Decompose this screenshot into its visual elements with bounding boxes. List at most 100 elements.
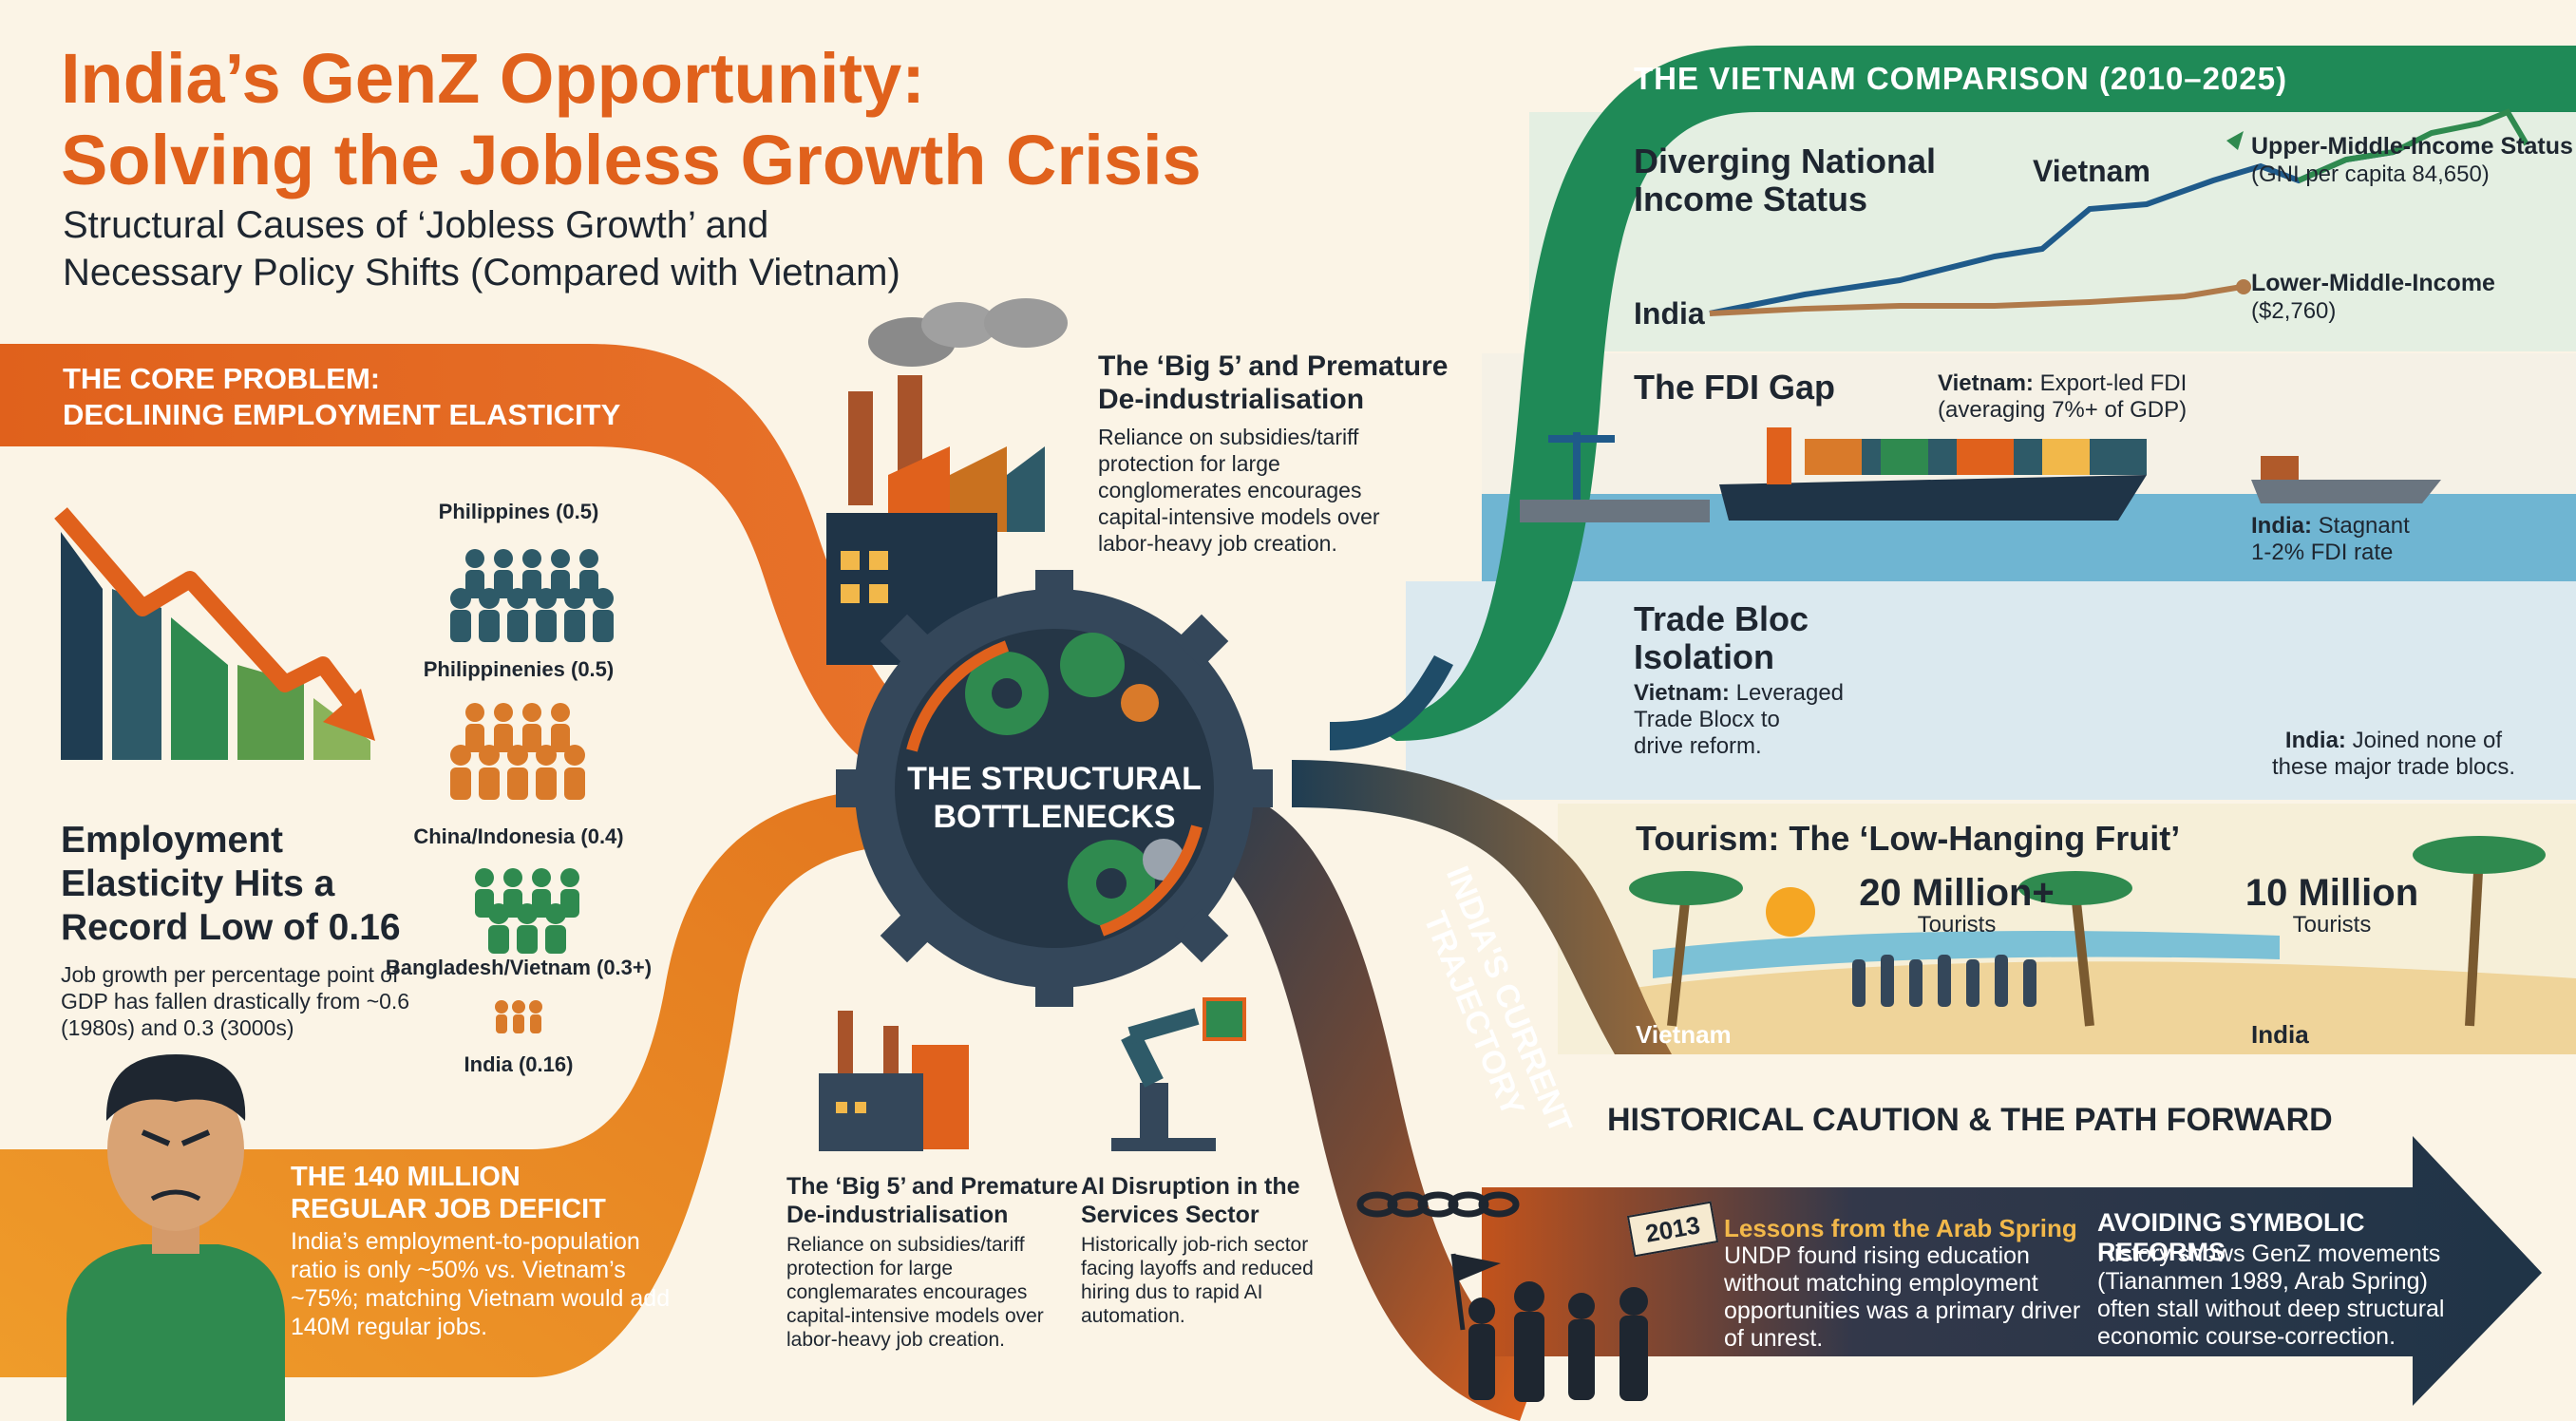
tourism-vietnam-label: Vietnam: [1636, 1020, 1732, 1049]
tourism-india-label: India: [2251, 1020, 2309, 1049]
gear-hub: [836, 570, 1273, 1007]
big5-top-description: Reliance on subsidies/tariff protection …: [1098, 425, 1380, 556]
people-china-indonesia: [475, 868, 579, 954]
income-title-1: Diverging National: [1634, 142, 1937, 180]
decline-bar-5: [313, 698, 370, 760]
people-philippines: [450, 549, 614, 642]
small-factory-illustration: [819, 1011, 969, 1151]
trade-vietnam-text: Vietnam: Leveraged Trade Blocx to drive …: [1634, 680, 1919, 760]
trade-in-text: Joined none of: [2352, 728, 2503, 753]
hub-line-2: BOTTLENECKS: [933, 799, 1176, 835]
deficit-description: India’s employment-to-population ratio i…: [291, 1228, 671, 1340]
core-problem-heading: THE CORE PROBLEM: DECLINING EMPLOYMENT E…: [63, 361, 747, 433]
arab-spring-title: Lessons from the Arab Spring: [1724, 1214, 2077, 1242]
income-title: Diverging National Income Status: [1634, 142, 1976, 218]
vietnam-income-line-green: [2297, 108, 2529, 183]
sun: [1766, 887, 1815, 937]
fdi-in-lead: India:: [2251, 513, 2312, 539]
decline-bar-2: [112, 589, 161, 760]
tourism-title: Tourism: The ‘Low-Hanging Fruit’: [1636, 819, 2181, 858]
avoiding-reforms-title: AVOIDING SYMBOLIC REFORMS: [2097, 1208, 2365, 1266]
factory-illustration: [826, 298, 1068, 665]
big5-bottom-description: Reliance on subsidies/tariff protection …: [786, 1234, 1044, 1351]
label-philippines: Philippines (0.5): [438, 500, 599, 523]
vn-income-status: Upper-Middle-Income Status: [2251, 133, 2573, 160]
ai-disruption-title: AI Disruption in the Services Sector: [1081, 1173, 1300, 1228]
trade-in-lead: India:: [2284, 728, 2346, 753]
label-india-elasticity: India (0.16): [464, 1052, 574, 1076]
fdi-india-text: India: Stagnant 1-2% FDI rate: [2251, 513, 2555, 566]
vietnam-arrowhead: [2226, 131, 2244, 150]
page-title: India’s GenZ Opportunity: Solving the Jo…: [61, 38, 1391, 201]
trade-title-2: Isolation: [1634, 637, 1775, 676]
people-india: [495, 1000, 542, 1033]
in-income-detail: ($2,760): [2251, 298, 2337, 324]
elasticity-headline: Employment Elasticity Hits a Record Low …: [61, 820, 401, 948]
india-tourists-unit: Tourists: [2292, 912, 2372, 938]
vietnam-comparison-heading: THE VIETNAM COMPARISON (2010–2025): [1634, 61, 2288, 96]
core-problem-title-2: DECLINING EMPLOYMENT ELASTICITY: [63, 398, 621, 431]
avoiding-reforms-description: History shows GenZ movements (Tiananmen …: [2097, 1241, 2445, 1350]
palm-trees-illustration: [1629, 836, 2546, 1027]
subtitle-line-2: Necessary Policy Shifts (Compared with V…: [63, 252, 900, 294]
label-bangladesh-vietnam: Bangladesh/Vietnam (0.3+): [385, 956, 653, 979]
trajectory-band: [1197, 798, 1539, 1421]
india-end-dot: [2236, 279, 2251, 294]
arab-spring-description: UNDP found rising education without matc…: [1724, 1242, 2081, 1352]
protesters-illustration: [1450, 1253, 1648, 1402]
income-panel: [1529, 112, 2576, 351]
fdi-title: The FDI Gap: [1634, 368, 1836, 407]
trade-title: Trade Bloc Isolation: [1634, 600, 1919, 676]
decline-arrowhead: [323, 689, 375, 741]
page-subtitle: Structural Causes of ‘Jobless Growth’ an…: [63, 201, 1108, 296]
big5-bottom-title: The ‘Big 5’ and Premature De-industriali…: [786, 1173, 1079, 1228]
vietnam-tourists-value: 20 Million+: [1859, 872, 2055, 914]
india-line-label: India: [1634, 296, 1705, 331]
vn-income-detail: (GNI per capita 84,650): [2251, 161, 2490, 187]
historical-caution-heading: HISTORICAL CAUTION & THE PATH FORWARD: [1607, 1102, 2333, 1138]
decline-arrow: [54, 507, 359, 709]
vietnam-line-label: Vietnam: [2033, 154, 2150, 188]
ai-disruption-description: Historically job-rich sector facing layo…: [1081, 1234, 1314, 1327]
india-tourists-value: 10 Million: [2245, 872, 2419, 914]
deficit-band: [0, 788, 893, 1377]
container-ship-illustration: [1719, 427, 2147, 521]
trade-vn-text-3: drive reform.: [1634, 733, 1762, 759]
beach-water: [1653, 931, 2280, 978]
vietnam-tourists-unit: Tourists: [1917, 912, 1997, 938]
tourism-link: [1292, 760, 1672, 1054]
trade-vn-text-2: Trade Blocx to: [1634, 707, 1780, 732]
core-problem-title-1: THE CORE PROBLEM:: [63, 362, 381, 395]
people-philippinenies: [450, 703, 585, 800]
subtitle-line-1: Structural Causes of ‘Jobless Growth’ an…: [63, 204, 769, 246]
deficit-title-2: REGULAR JOB DEFICIT: [291, 1194, 606, 1224]
port-crane-illustration: [1520, 432, 1710, 522]
trade-india-text: India: Joined none of these major trade …: [2242, 728, 2546, 781]
core-band: [0, 344, 940, 788]
small-ship-illustration: [2251, 456, 2441, 503]
title-line-2: Solving the Jobless Growth Crisis: [61, 121, 1202, 199]
trade-vn-text: Leveraged: [1735, 680, 1845, 706]
elasticity-description: Job growth per percentage point of GDP h…: [61, 962, 410, 1040]
decline-bar-1: [61, 532, 103, 760]
structural-bottlenecks-label: THE STRUCTURAL BOTTLENECKS: [893, 760, 1216, 836]
fdi-in-text-2: 1-2% FDI rate: [2251, 540, 2394, 565]
trade-panel: [1406, 581, 2576, 800]
income-title-2: Income Status: [1634, 180, 1868, 218]
path-forward-arrow: [1482, 1136, 2542, 1406]
robot-arm-illustration: [1111, 997, 1246, 1151]
genz-character-illustration: [66, 1054, 285, 1421]
chain-illustration: [1356, 1191, 1520, 1218]
deficit-title-1: THE 140 MILLION: [291, 1162, 521, 1192]
trade-in-text-2: these major trade blocs.: [2271, 754, 2516, 780]
fdi-vn-text-2: (averaging 7%+ of GDP): [1938, 397, 2188, 423]
green-band: [1368, 46, 2576, 741]
fdi-vn-text: Export-led FDI: [2039, 370, 2188, 396]
beach-sand: [1615, 961, 2576, 1054]
india-income-line: [1709, 284, 2243, 316]
deficit-heading: THE 140 MILLION REGULAR JOB DEFICIT: [291, 1161, 690, 1225]
trade-title-1: Trade Bloc: [1634, 599, 1809, 638]
fdi-vn-lead: Vietnam:: [1938, 370, 2034, 396]
